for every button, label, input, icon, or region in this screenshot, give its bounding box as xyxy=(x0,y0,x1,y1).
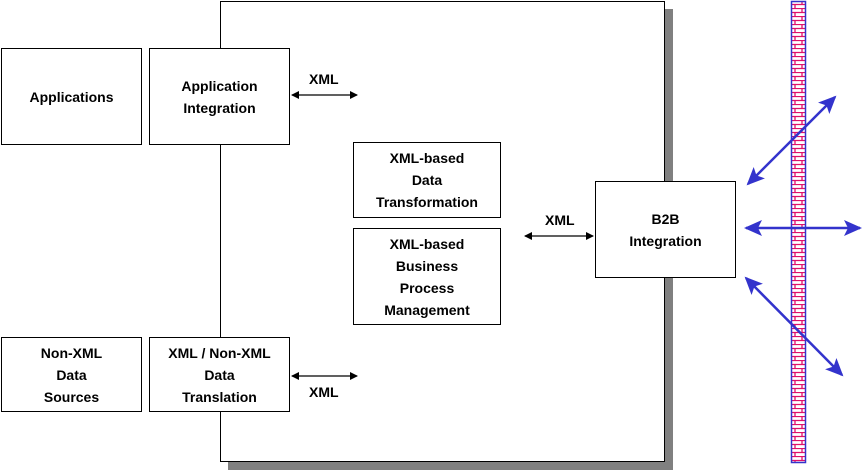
applications-box: Applications xyxy=(1,48,142,145)
xml-label-bottom: XML xyxy=(309,384,339,400)
xml-data-transformation-box: XML-based Data Transformation xyxy=(353,142,501,218)
xml-data-transformation-label: XML-based Data Transformation xyxy=(376,150,478,210)
application-integration-box: Application Integration xyxy=(149,48,290,145)
non-xml-data-sources-box: Non-XML Data Sources xyxy=(1,337,142,412)
applications-label: Applications xyxy=(29,88,114,105)
non-xml-data-sources-label: Non-XML Data Sources xyxy=(40,344,103,405)
firewall xyxy=(790,0,807,464)
external-arrow-lower xyxy=(744,276,844,377)
b2b-integration-box: B2B Integration xyxy=(595,181,736,278)
xml-label-top: XML xyxy=(309,71,339,87)
xml-translation-label: XML / Non-XML Data Translation xyxy=(168,344,271,405)
b2b-integration-label: B2B Integration xyxy=(629,210,702,249)
xml-bpm-label: XML-based Business Process Management xyxy=(384,235,470,318)
external-arrow-upper xyxy=(746,95,837,186)
xml-label-middle: XML xyxy=(545,212,575,228)
xml-translation-box: XML / Non-XML Data Translation xyxy=(149,337,290,412)
application-integration-label: Application Integration xyxy=(181,77,258,116)
firewall-brick xyxy=(792,1,805,462)
xml-bpm-box: XML-based Business Process Management xyxy=(353,228,501,325)
